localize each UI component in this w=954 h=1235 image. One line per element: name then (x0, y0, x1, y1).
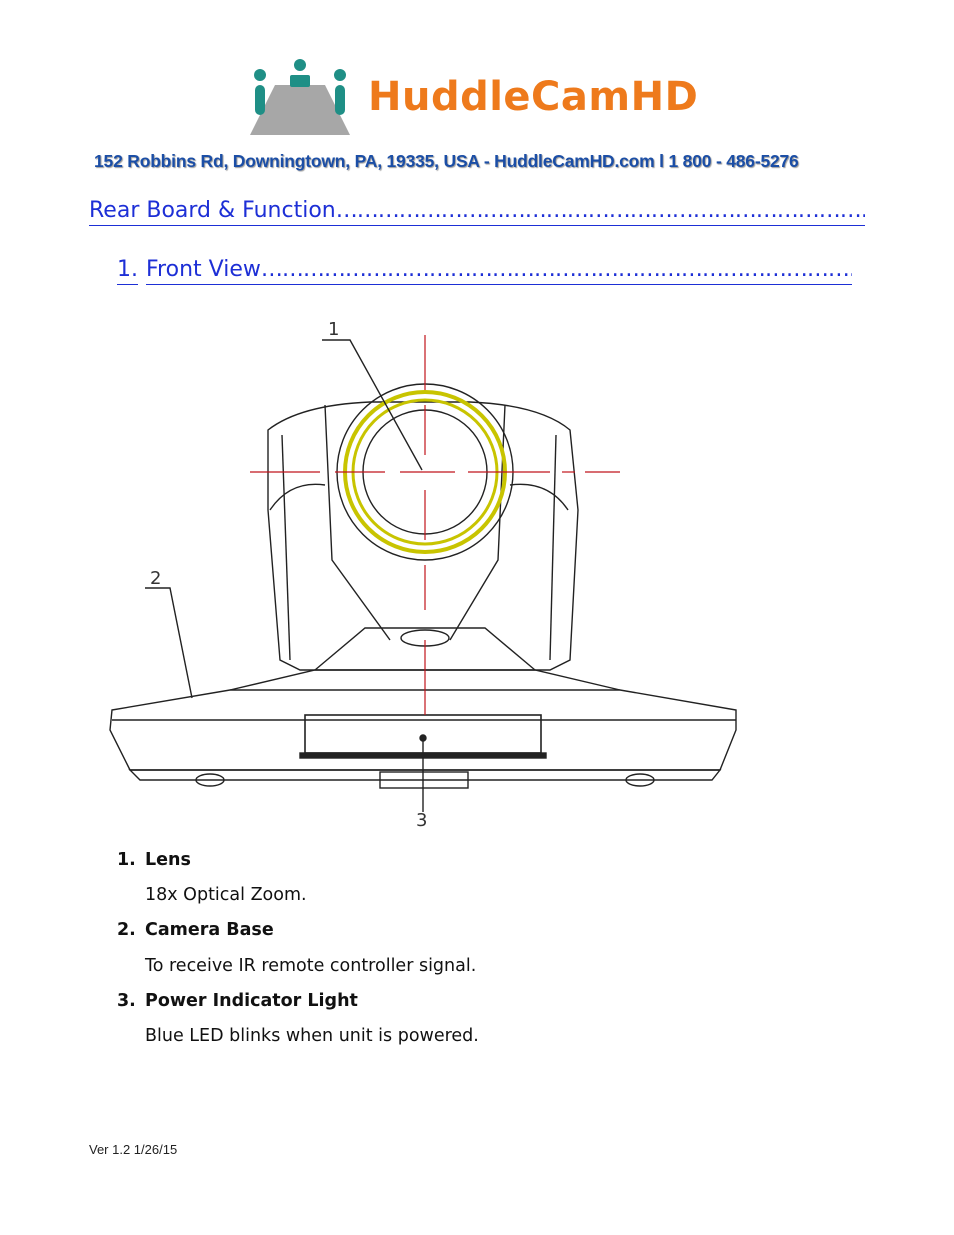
callout-label-2: 2 (150, 568, 161, 589)
camera-head-outline (267, 401, 579, 671)
section-title: Rear Board & Function (89, 198, 336, 223)
list-item-description: Blue LED blinks when unit is powered. (145, 1026, 479, 1046)
subsection-heading[interactable]: Front View………………………………………………………………………………… (146, 256, 852, 285)
callout-label-1: 1 (328, 319, 339, 340)
section-leader: …………………………………………………………………….. (335, 198, 865, 223)
list-item-title: 1.Lens (117, 850, 191, 870)
callout-label-3: 3 (416, 810, 427, 830)
list-item-title: 2.Camera Base (117, 920, 274, 940)
section-heading[interactable]: Rear Board & Function…………………………………………………… (89, 197, 865, 226)
subsection-number[interactable]: 1. (117, 256, 138, 285)
subsection-leader: ……………………………………………………………………………….. (260, 257, 852, 282)
subsection-title: Front View (146, 257, 261, 282)
version-footer: Ver 1.2 1/26/15 (89, 1142, 178, 1157)
huddlecam-logo-icon (250, 59, 350, 135)
camera-front-view-diagram: 1 2 3 (109, 319, 737, 830)
center-crosshair (250, 335, 620, 715)
list-item-description: 18x Optical Zoom. (145, 885, 307, 905)
brand-name: HuddleCamHD (368, 74, 699, 120)
company-address: 152 Robbins Rd, Downingtown, PA, 19335, … (94, 151, 799, 171)
list-item-title: 3.Power Indicator Light (117, 991, 358, 1011)
list-item-description: To receive IR remote controller signal. (145, 956, 477, 976)
